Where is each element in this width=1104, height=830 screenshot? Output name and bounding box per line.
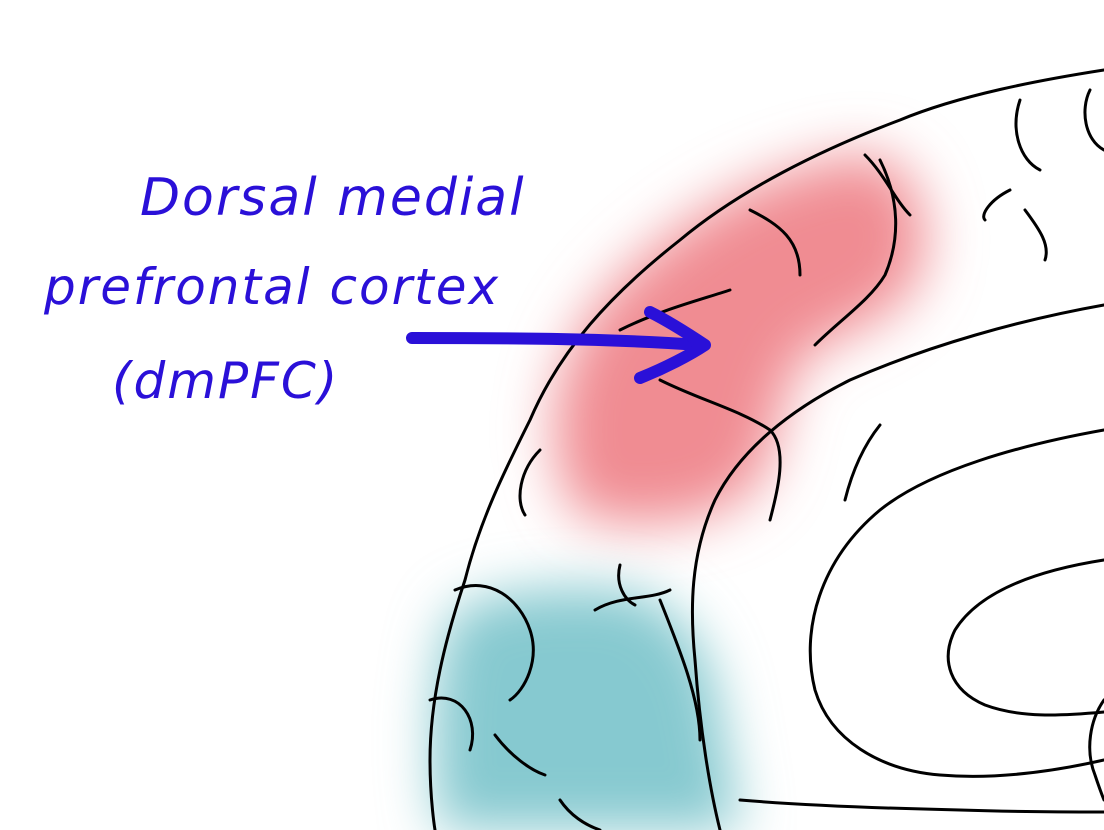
outer-cortex-contour <box>428 68 1104 830</box>
brain-outline <box>428 68 1104 830</box>
sulcus-15 <box>428 696 475 752</box>
sulcus-2 <box>813 158 898 347</box>
vmpfc-highlight <box>433 588 740 830</box>
sulcus-16 <box>493 733 547 777</box>
cingulate-outer-contour <box>690 303 1104 830</box>
sulcus-6 <box>1014 98 1042 172</box>
sulcus-5 <box>658 378 782 522</box>
corpus-callosum-outer <box>808 428 1104 778</box>
corpus-callosum-inner <box>946 558 1104 717</box>
dmpfc-highlight-shape <box>554 154 926 524</box>
sulcus-9 <box>1023 208 1048 262</box>
fornix-curve <box>1088 698 1104 802</box>
sulcus-7 <box>1083 88 1104 152</box>
sulcus-13 <box>617 563 637 607</box>
vmpfc-highlight-shape <box>433 588 740 830</box>
sulcus-8 <box>982 188 1012 222</box>
annotation-line-3: (dmPFC) <box>112 352 340 410</box>
lower-boundary <box>738 798 1104 814</box>
sulcus-4 <box>618 288 732 332</box>
sulcus-10 <box>843 423 882 502</box>
sulcus-14 <box>453 584 535 702</box>
arrow <box>406 306 711 384</box>
annotation-line-2: prefrontal cortex <box>44 258 501 316</box>
arrow-head <box>634 306 711 384</box>
arrow-shaft <box>406 332 706 351</box>
annotation-line-1: Dorsal medial <box>140 168 526 228</box>
sulcus-3 <box>748 208 802 277</box>
sulcus-17 <box>558 798 602 830</box>
sulcus-18 <box>658 598 702 742</box>
sulcus-11 <box>518 448 542 517</box>
dmpfc-highlight <box>554 154 926 524</box>
sulcus-12 <box>593 588 672 612</box>
